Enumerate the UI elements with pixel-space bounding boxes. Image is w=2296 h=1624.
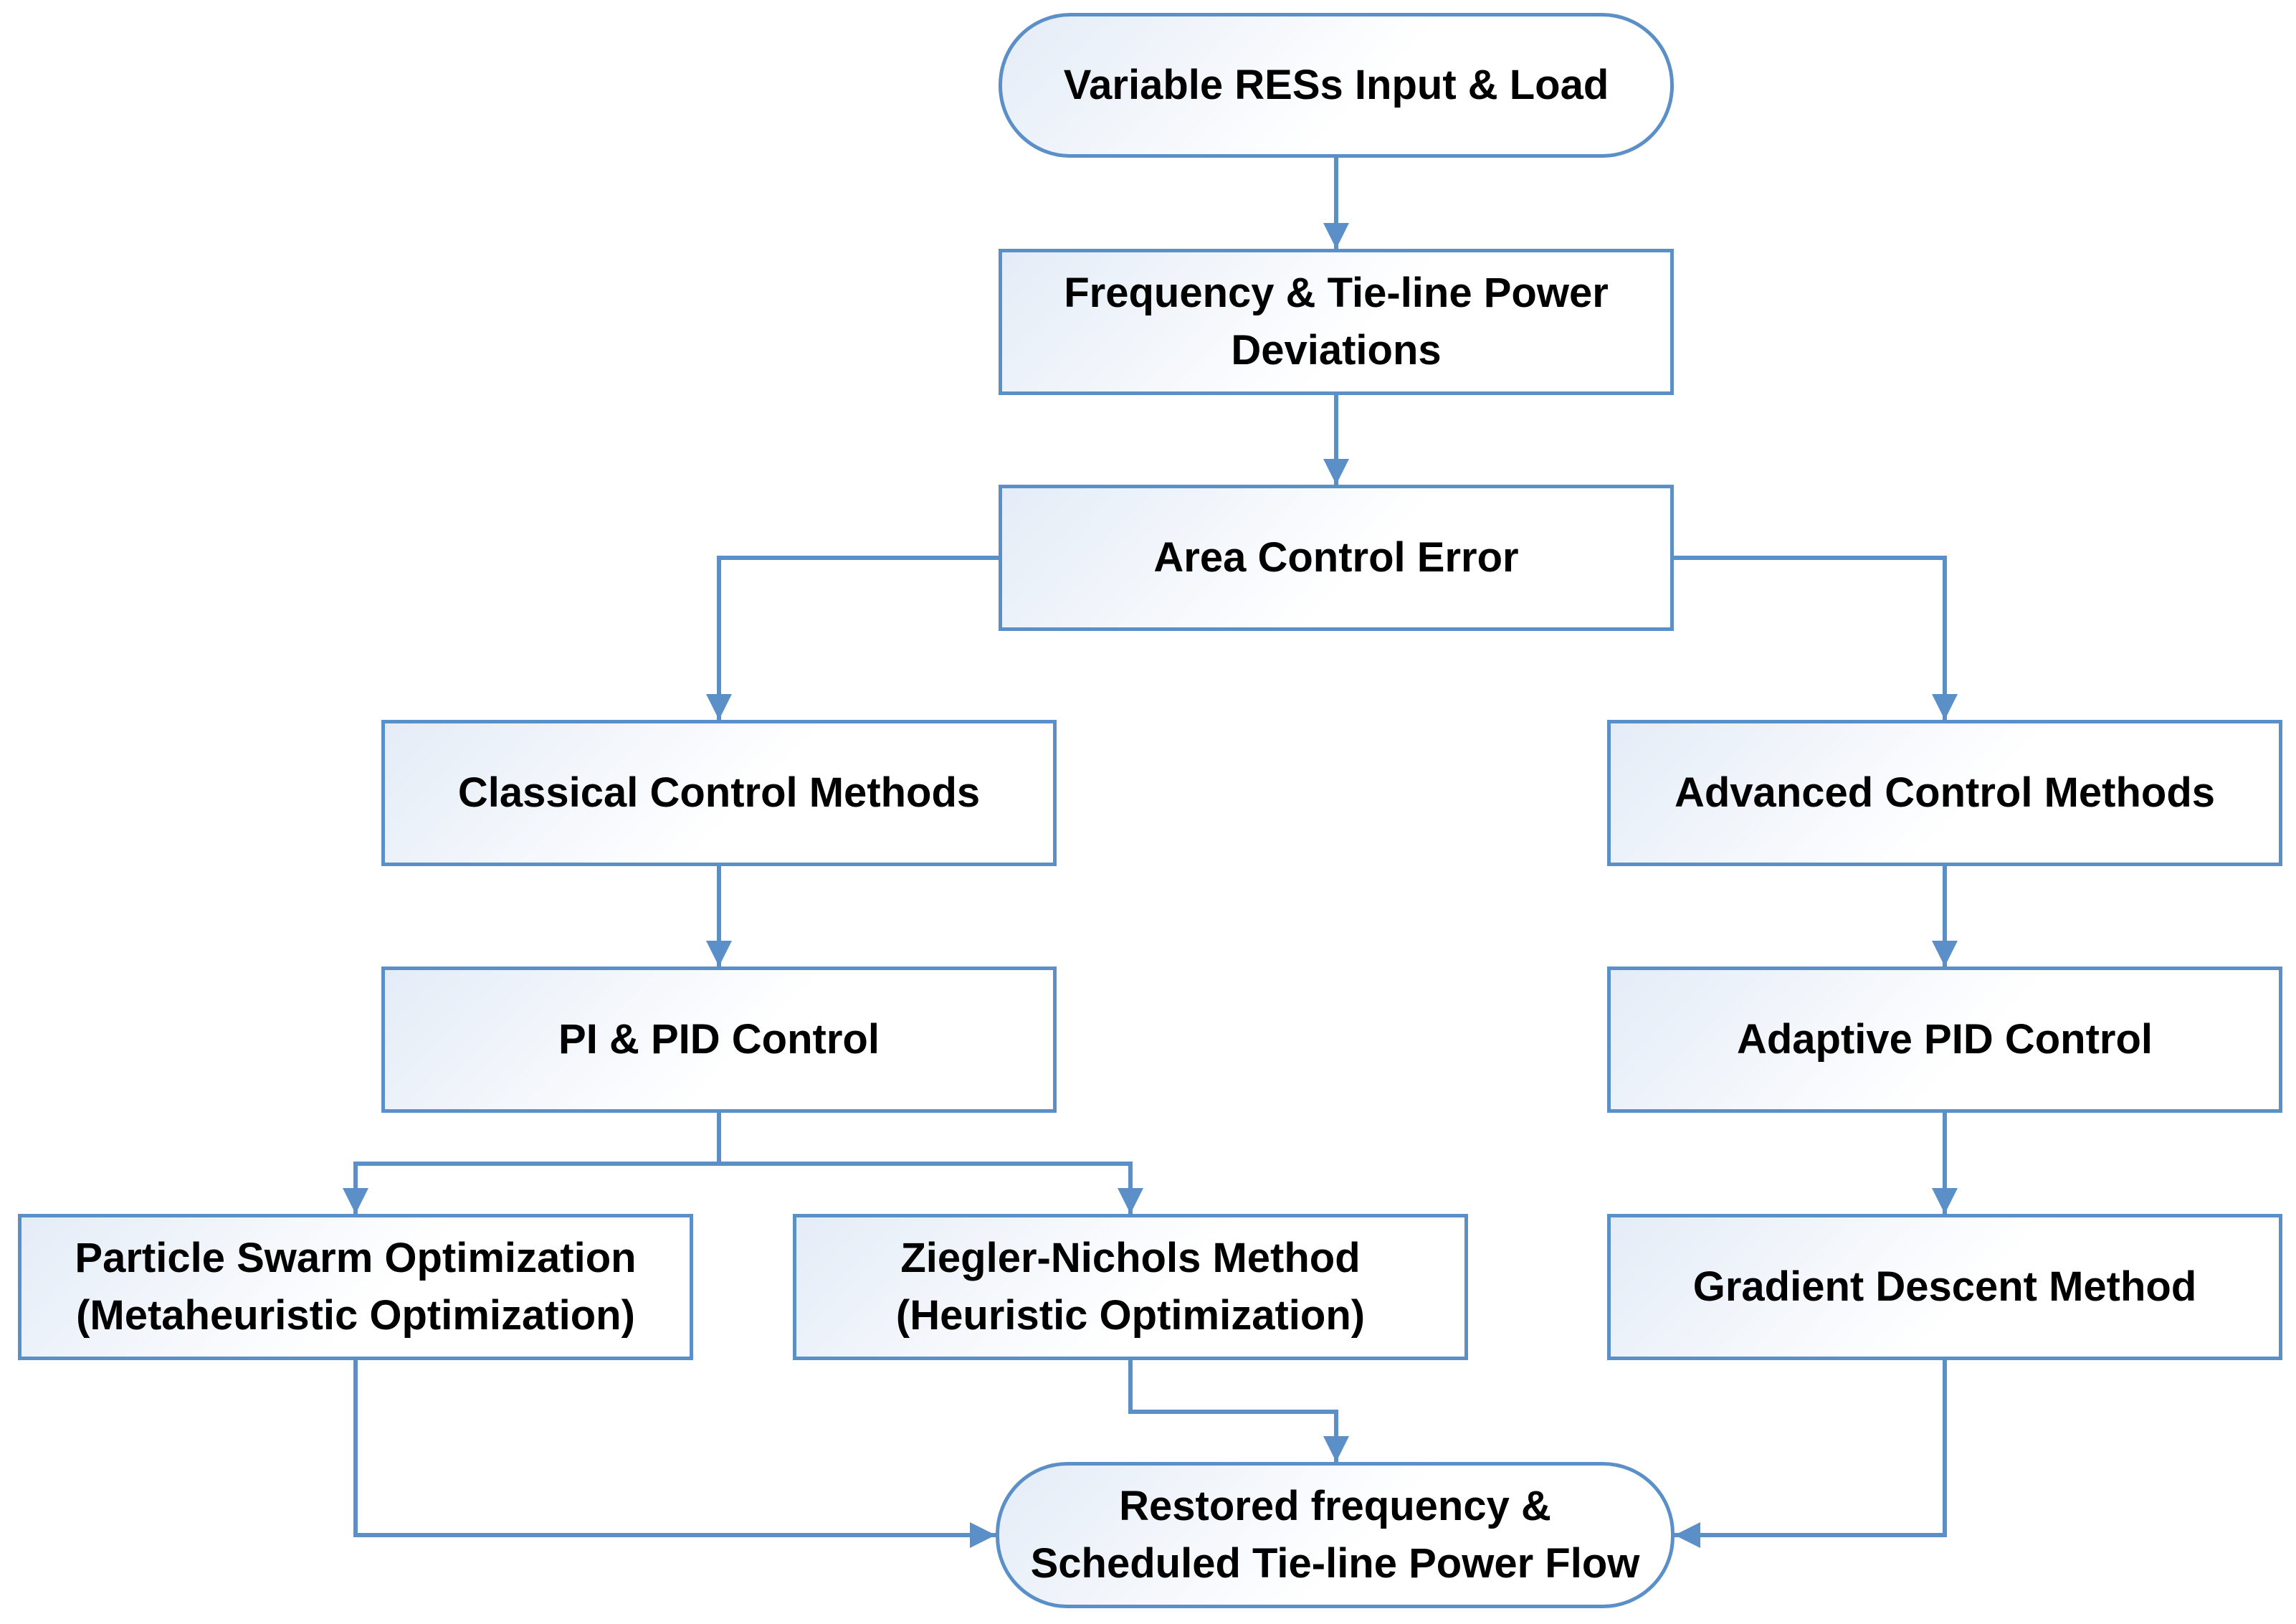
node-advanced-control-methods: Advanced Control Methods [1607,720,2282,866]
node-classical-line-1: Classical Control Methods [457,769,981,816]
node-deviations: Frequency & Tie-line Power Deviations [999,249,1674,395]
connector-gd-to-output [1675,1360,1947,1548]
connector-ace-to-advanced [1674,556,1958,720]
node-input: Variable RESs Input & Load [999,13,1674,158]
node-ziegler-nichols-method: Ziegler-Nichols Method (Heuristic Optimi… [793,1214,1468,1360]
node-advanced-line-1: Advanced Control Methods [1674,769,2216,816]
node-adaptive-pid-control: Adaptive PID Control [1607,967,2282,1113]
node-output-line-2: Scheduled Tie-line Power Flow [1030,1540,1640,1587]
connector-pi-pid-to-pso [343,1113,721,1214]
connector-zn-to-output [1128,1360,1349,1462]
node-particle-swarm-optimization: Particle Swarm Optimization (Metaheurist… [18,1214,693,1360]
node-deviations-line-1: Frequency & Tie-line Power [1064,270,1609,316]
node-input-line-1: Variable RESs Input & Load [1063,62,1609,108]
node-area-control-error: Area Control Error [999,485,1674,631]
node-gradient-descent-method: Gradient Descent Method [1607,1214,2282,1360]
node-output: Restored frequency & Scheduled Tie-line … [996,1462,1675,1608]
node-zn-line-2: (Heuristic Optimization) [895,1292,1366,1339]
node-pi-pid-line-1: PI & PID Control [558,1016,880,1063]
node-pso-line-1: Particle Swarm Optimization [75,1235,637,1281]
connector-pso-to-output [353,1360,996,1548]
node-zn-line-1: Ziegler-Nichols Method [900,1235,1361,1281]
connector-ace-to-classical [706,556,999,720]
connector-pi-pid-to-zn [719,1162,1143,1214]
node-pso-line-2: (Metaheuristic Optimization) [76,1292,635,1339]
node-adaptive-line-1: Adaptive PID Control [1736,1016,2153,1063]
node-pi-pid-control: PI & PID Control [381,967,1057,1113]
node-ace-line-1: Area Control Error [1153,534,1519,581]
node-gd-line-1: Gradient Descent Method [1692,1263,2197,1310]
node-deviations-line-2: Deviations [1231,327,1442,374]
node-classical-control-methods: Classical Control Methods [381,720,1057,866]
node-output-line-1: Restored frequency & [1119,1483,1551,1529]
